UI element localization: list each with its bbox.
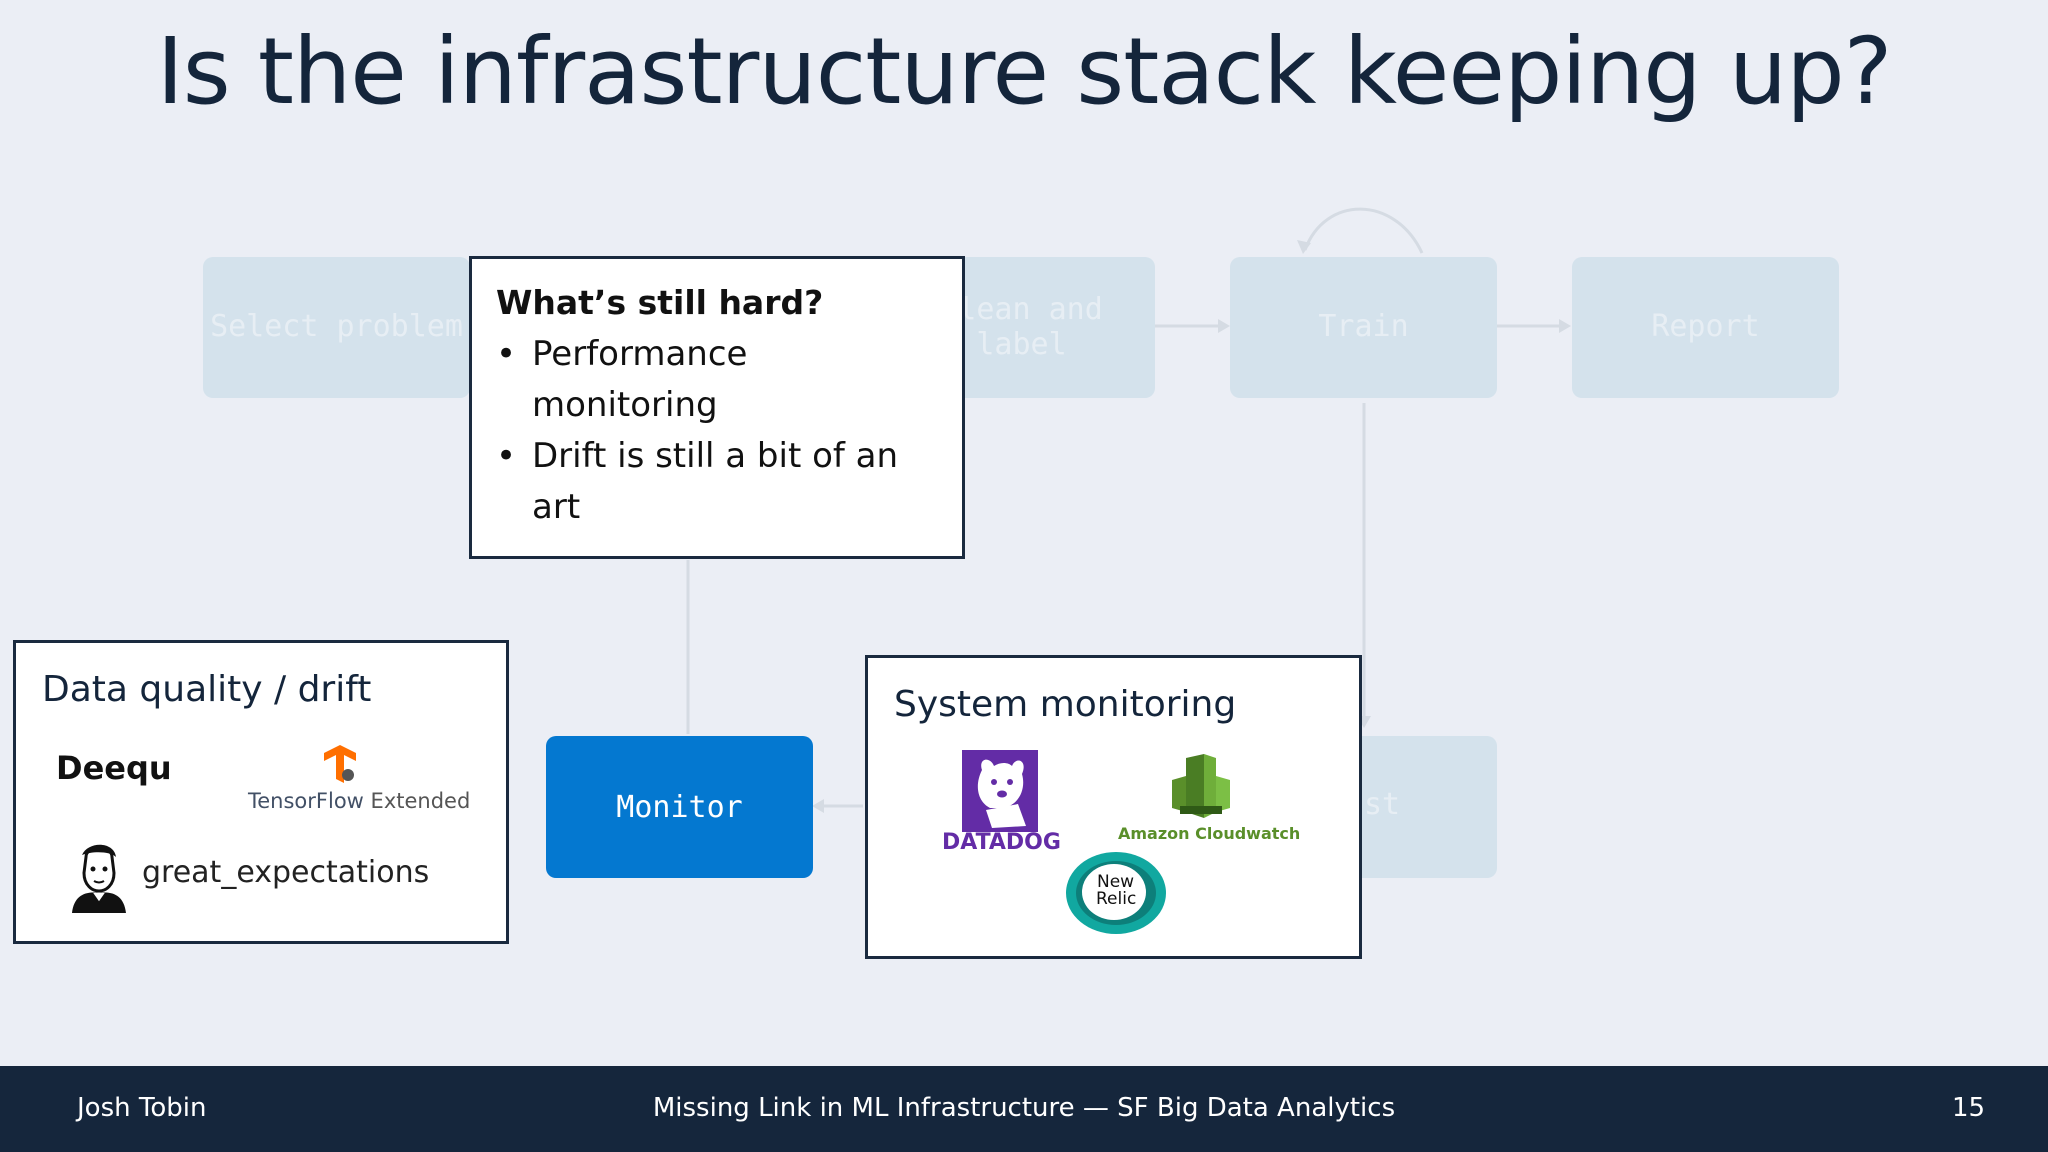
- data-quality-card: Data quality / drift Deequ TensorFlow Ex…: [13, 640, 509, 944]
- pipeline-step-select-problem: Select problem: [203, 257, 470, 398]
- amazon-cloudwatch-label: Amazon Cloudwatch: [1118, 824, 1301, 843]
- slide-title: Is the infrastructure stack keeping up?: [156, 18, 1893, 125]
- amazon-cloudwatch-icon: [1172, 754, 1230, 818]
- great-expectations-label: great_expectations: [142, 855, 430, 890]
- pipeline-step-monitor: Monitor: [546, 736, 813, 878]
- whats-still-hard-card: What’s still hard? Performance monitorin…: [469, 256, 965, 559]
- footer-author: Josh Tobin: [77, 1093, 207, 1123]
- new-relic-icon: [1066, 852, 1166, 934]
- tensorflow-extended-logo: TensorFlow Extended: [248, 745, 470, 815]
- footer-talk-title: Missing Link in ML Infrastructure — SF B…: [652, 1093, 1396, 1123]
- whats-still-hard-heading: What’s still hard?: [496, 283, 824, 322]
- datadog-icon: [962, 750, 1038, 832]
- bullet-item: Drift is still a bit of an art: [496, 431, 932, 533]
- new-relic-label-2: Relic: [1096, 889, 1137, 909]
- datadog-label: DATADOG: [942, 830, 1061, 855]
- whats-still-hard-list: Performance monitoring Drift is still a …: [496, 329, 932, 533]
- extended-label: Extended: [370, 789, 471, 813]
- pipeline-step-report: Report: [1572, 257, 1839, 398]
- tensorflow-label: TensorFlow: [248, 789, 364, 813]
- tensorflow-icon: [324, 745, 356, 783]
- deequ-logo: Deequ: [56, 749, 172, 787]
- footer-page-number: 15: [1952, 1093, 1986, 1123]
- tensorflow-extended-text: TensorFlow Extended: [248, 789, 470, 813]
- pipeline-step-test-label: st: [1364, 787, 1401, 822]
- new-relic-label-1: New: [1097, 872, 1135, 892]
- data-quality-heading: Data quality / drift: [42, 669, 372, 710]
- bullet-item: Performance monitoring: [496, 329, 932, 431]
- great-expectations-icon: [72, 844, 126, 913]
- footer: Josh Tobin Missing Link in ML Infrastruc…: [0, 1066, 2048, 1152]
- system-monitoring-heading: System monitoring: [894, 684, 1237, 725]
- system-monitoring-card: System monitoring DATADOG Amazon Cloudwa…: [865, 655, 1362, 959]
- pipeline-step-train: Train: [1230, 257, 1497, 398]
